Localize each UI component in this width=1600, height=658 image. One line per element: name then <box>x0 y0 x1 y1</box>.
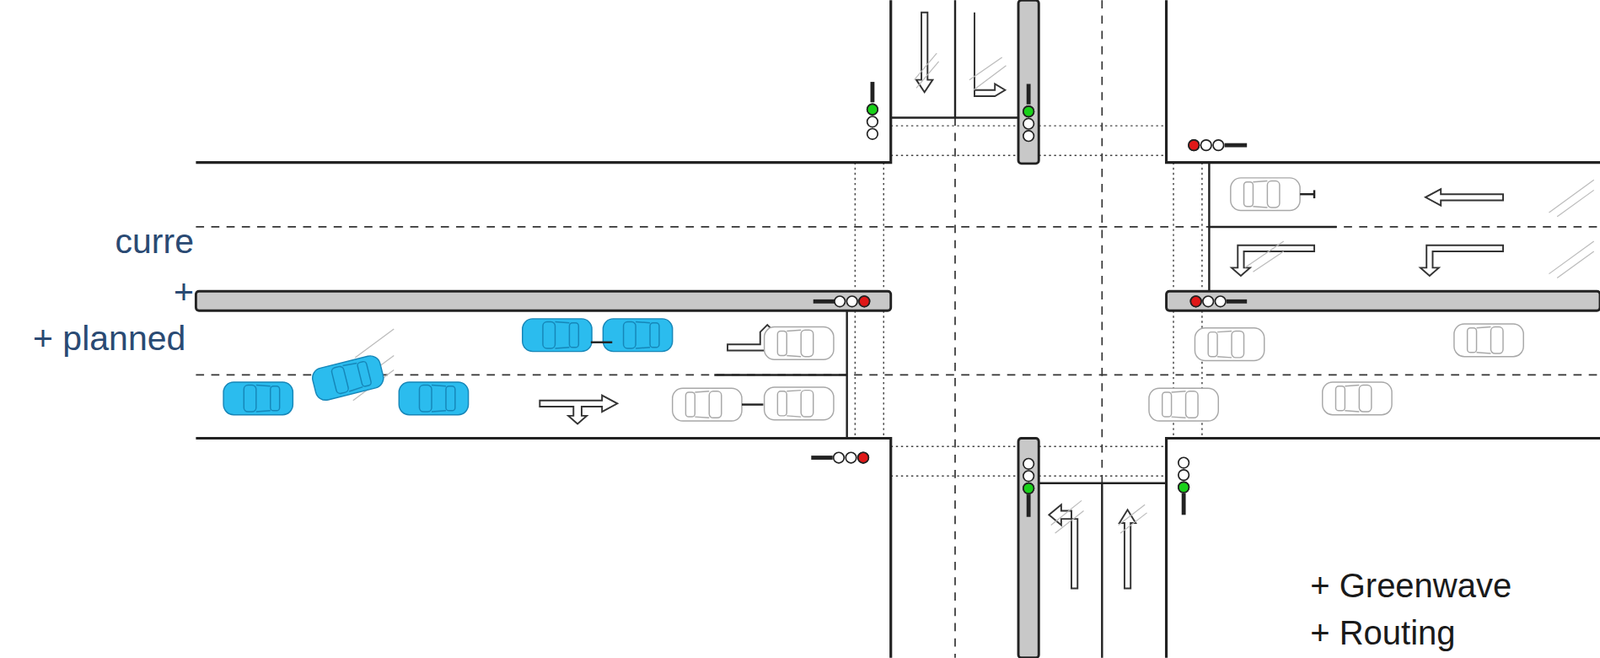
side-label: + planned <box>32 321 186 356</box>
feature-label: + Greenwave <box>1310 568 1512 602</box>
feature-label: + Routing <box>1310 615 1456 650</box>
side-label: curre <box>115 224 194 259</box>
side-label: + <box>173 274 194 310</box>
